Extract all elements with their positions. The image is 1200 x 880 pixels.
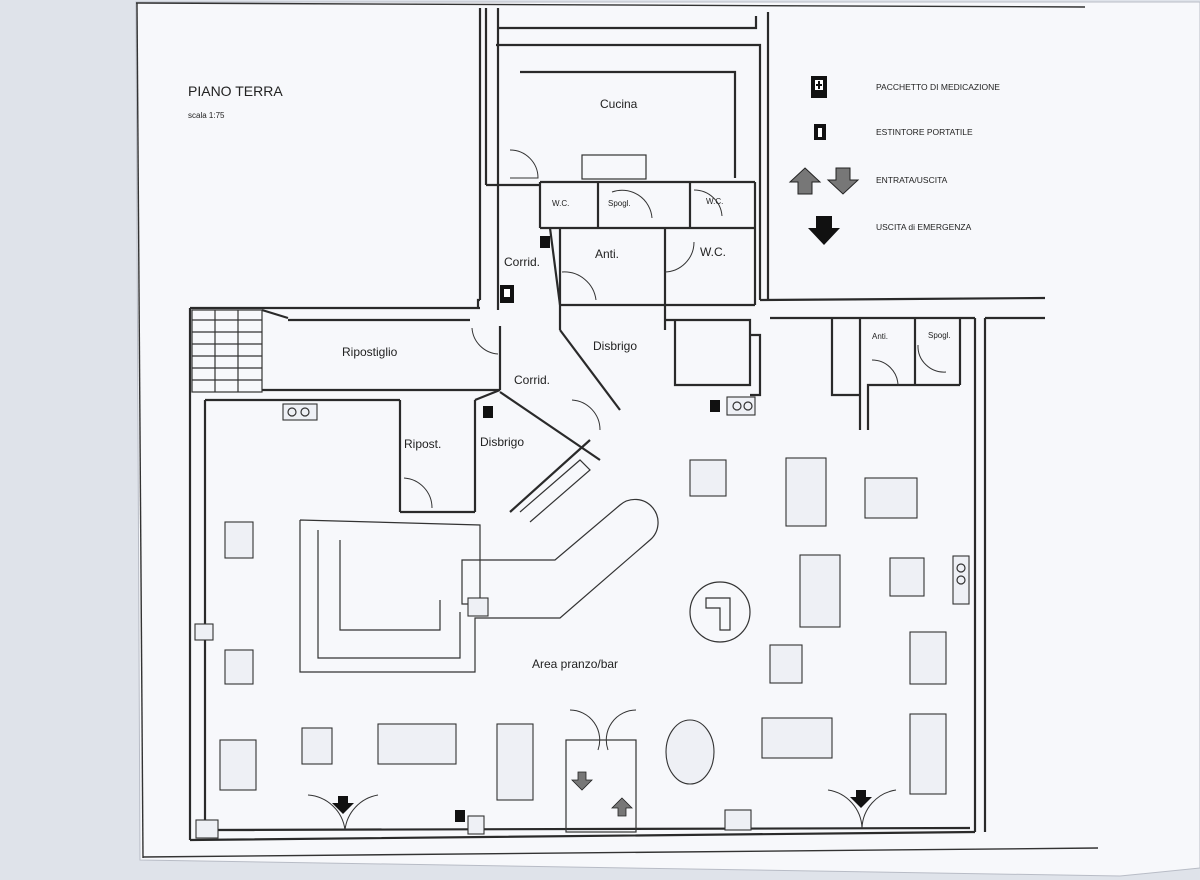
column-l bbox=[705, 597, 731, 631]
staircase bbox=[191, 309, 263, 393]
sheet-top-border bbox=[135, 2, 1086, 8]
room-wc3: W.C. bbox=[700, 245, 726, 259]
legend-entry-exit-label: ENTRATA/USCITA bbox=[876, 175, 948, 185]
extinguisher-icon bbox=[540, 236, 550, 248]
room-labels: Cucina W.C. Spogl. W.C. Anti. W.C. Corri… bbox=[342, 97, 951, 671]
room-wc2: W.C. bbox=[706, 197, 723, 206]
plan-scale: scala 1:75 bbox=[188, 111, 225, 120]
tables bbox=[219, 457, 947, 801]
plan-safety-icons bbox=[332, 236, 872, 822]
sheet-left-border bbox=[136, 2, 144, 859]
extinguisher-icon bbox=[814, 124, 826, 140]
appliances bbox=[194, 396, 970, 839]
plan-title: PIANO TERRA bbox=[188, 83, 283, 99]
legend-extinguisher-label: ESTINTORE PORTATILE bbox=[876, 127, 973, 137]
exit-arrow-down-icon bbox=[826, 167, 860, 195]
room-cucina: Cucina bbox=[600, 97, 638, 111]
room-corrid2: Corrid. bbox=[514, 373, 550, 387]
entry-arrow-up-icon bbox=[788, 167, 822, 195]
extinguisher-icon bbox=[710, 400, 720, 412]
walls bbox=[188, 8, 1046, 842]
first-aid-icon bbox=[811, 76, 827, 98]
exit-arrow-down-icon bbox=[571, 771, 593, 791]
legend: PACCHETTO DI MEDICAZIONE ESTINTORE PORTA… bbox=[788, 76, 1000, 245]
extinguisher-icon bbox=[455, 810, 465, 822]
room-spogl2: Spogl. bbox=[928, 331, 951, 340]
room-area: Area pranzo/bar bbox=[532, 657, 618, 671]
emergency-exit-arrow-icon bbox=[332, 796, 354, 814]
room-spogl1: Spogl. bbox=[608, 199, 631, 208]
column bbox=[689, 581, 751, 643]
room-wc1: W.C. bbox=[552, 199, 569, 208]
entry-arrow-up-icon bbox=[611, 797, 633, 817]
room-anti2: Anti. bbox=[872, 332, 888, 341]
door-swings bbox=[307, 149, 947, 833]
legend-emergency-exit-label: USCITA di EMERGENZA bbox=[876, 222, 972, 232]
emergency-exit-arrow-icon bbox=[808, 216, 840, 245]
bar-counter bbox=[299, 459, 659, 673]
room-anti1: Anti. bbox=[595, 247, 619, 261]
emergency-exit-arrow-icon bbox=[850, 790, 872, 808]
extinguisher-icon bbox=[483, 406, 493, 418]
legend-first-aid-label: PACCHETTO DI MEDICAZIONE bbox=[876, 82, 1000, 92]
sheet-bottom-border bbox=[142, 847, 1099, 858]
room-ripost: Ripost. bbox=[404, 437, 441, 451]
room-corrid1: Corrid. bbox=[504, 255, 540, 269]
room-disbrigo2: Disbrigo bbox=[480, 435, 524, 449]
room-ripostiglio: Ripostiglio bbox=[342, 345, 398, 359]
room-disbrigo1: Disbrigo bbox=[593, 339, 637, 353]
